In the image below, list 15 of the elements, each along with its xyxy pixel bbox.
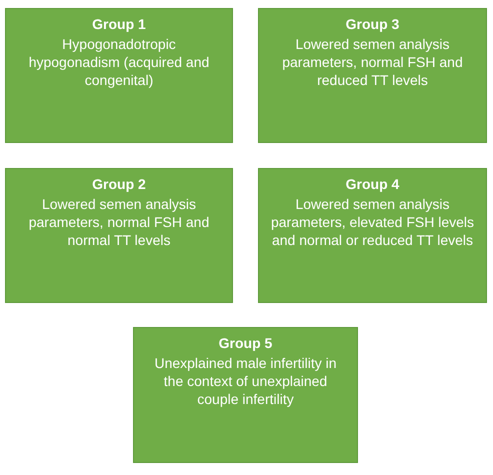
group-description: Lowered semen analysis parameters, normal FSH and normal TT levels xyxy=(28,195,210,249)
group-box xyxy=(5,8,233,143)
group-heading: Group 4 xyxy=(344,175,400,193)
group-description: Hypogonadotropic hypogonadism (acquired and congenital) xyxy=(28,35,210,89)
group-heading: Group 5 xyxy=(218,334,274,352)
group-box xyxy=(5,168,233,303)
group-box xyxy=(258,168,487,303)
group-heading: Group 1 xyxy=(91,15,147,33)
group-description: Lowered semen analysis parameters, elevated FSH levels and normal or reduced TT levels xyxy=(270,195,476,249)
group-heading: Group 3 xyxy=(344,15,400,33)
group-box xyxy=(133,327,358,463)
group-description: Lowered semen analysis parameters, normal FSH and reduced TT levels xyxy=(281,35,464,89)
group-heading: Group 2 xyxy=(91,175,147,193)
group-description: Unexplained male infertility in the context of unexplained couple infertility xyxy=(153,354,338,408)
group-box xyxy=(258,8,487,143)
